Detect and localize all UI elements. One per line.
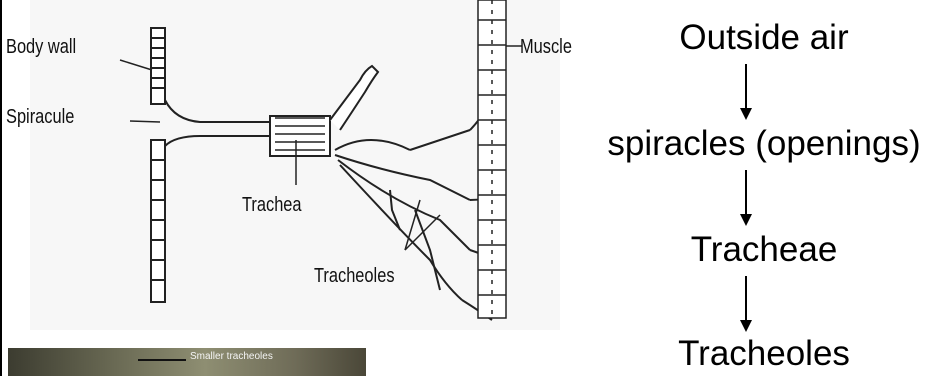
flow-step-spiracles: spiracles (openings) xyxy=(580,124,948,164)
down-arrow-icon xyxy=(736,276,756,332)
muscle-band xyxy=(478,0,506,318)
label-body-wall: Body wall xyxy=(6,36,76,59)
body-wall xyxy=(151,28,165,302)
tracheal-system-drawing xyxy=(0,0,580,376)
flow-step-tracheoles: Tracheoles xyxy=(580,334,948,374)
down-arrow-icon xyxy=(736,170,756,226)
label-trachea: Trachea xyxy=(242,194,302,217)
tracheal-system-diagram: Body wall Spiracule Trachea Tracheoles M… xyxy=(0,0,580,376)
photo-pointer-line xyxy=(138,359,186,361)
tracheoles-photo: Smaller tracheoles xyxy=(8,348,366,376)
flow-step-tracheae: Tracheae xyxy=(580,230,948,270)
down-arrow-icon xyxy=(736,64,756,120)
label-tracheoles: Tracheoles xyxy=(314,265,395,288)
airflow-flowchart: Outside air spiracles (openings) Trachea… xyxy=(580,0,948,376)
photo-caption: Smaller tracheoles xyxy=(190,351,273,362)
label-muscle: Muscle xyxy=(520,36,572,59)
label-spiracule: Spiracule xyxy=(6,106,74,129)
flow-step-outside-air: Outside air xyxy=(580,18,948,58)
